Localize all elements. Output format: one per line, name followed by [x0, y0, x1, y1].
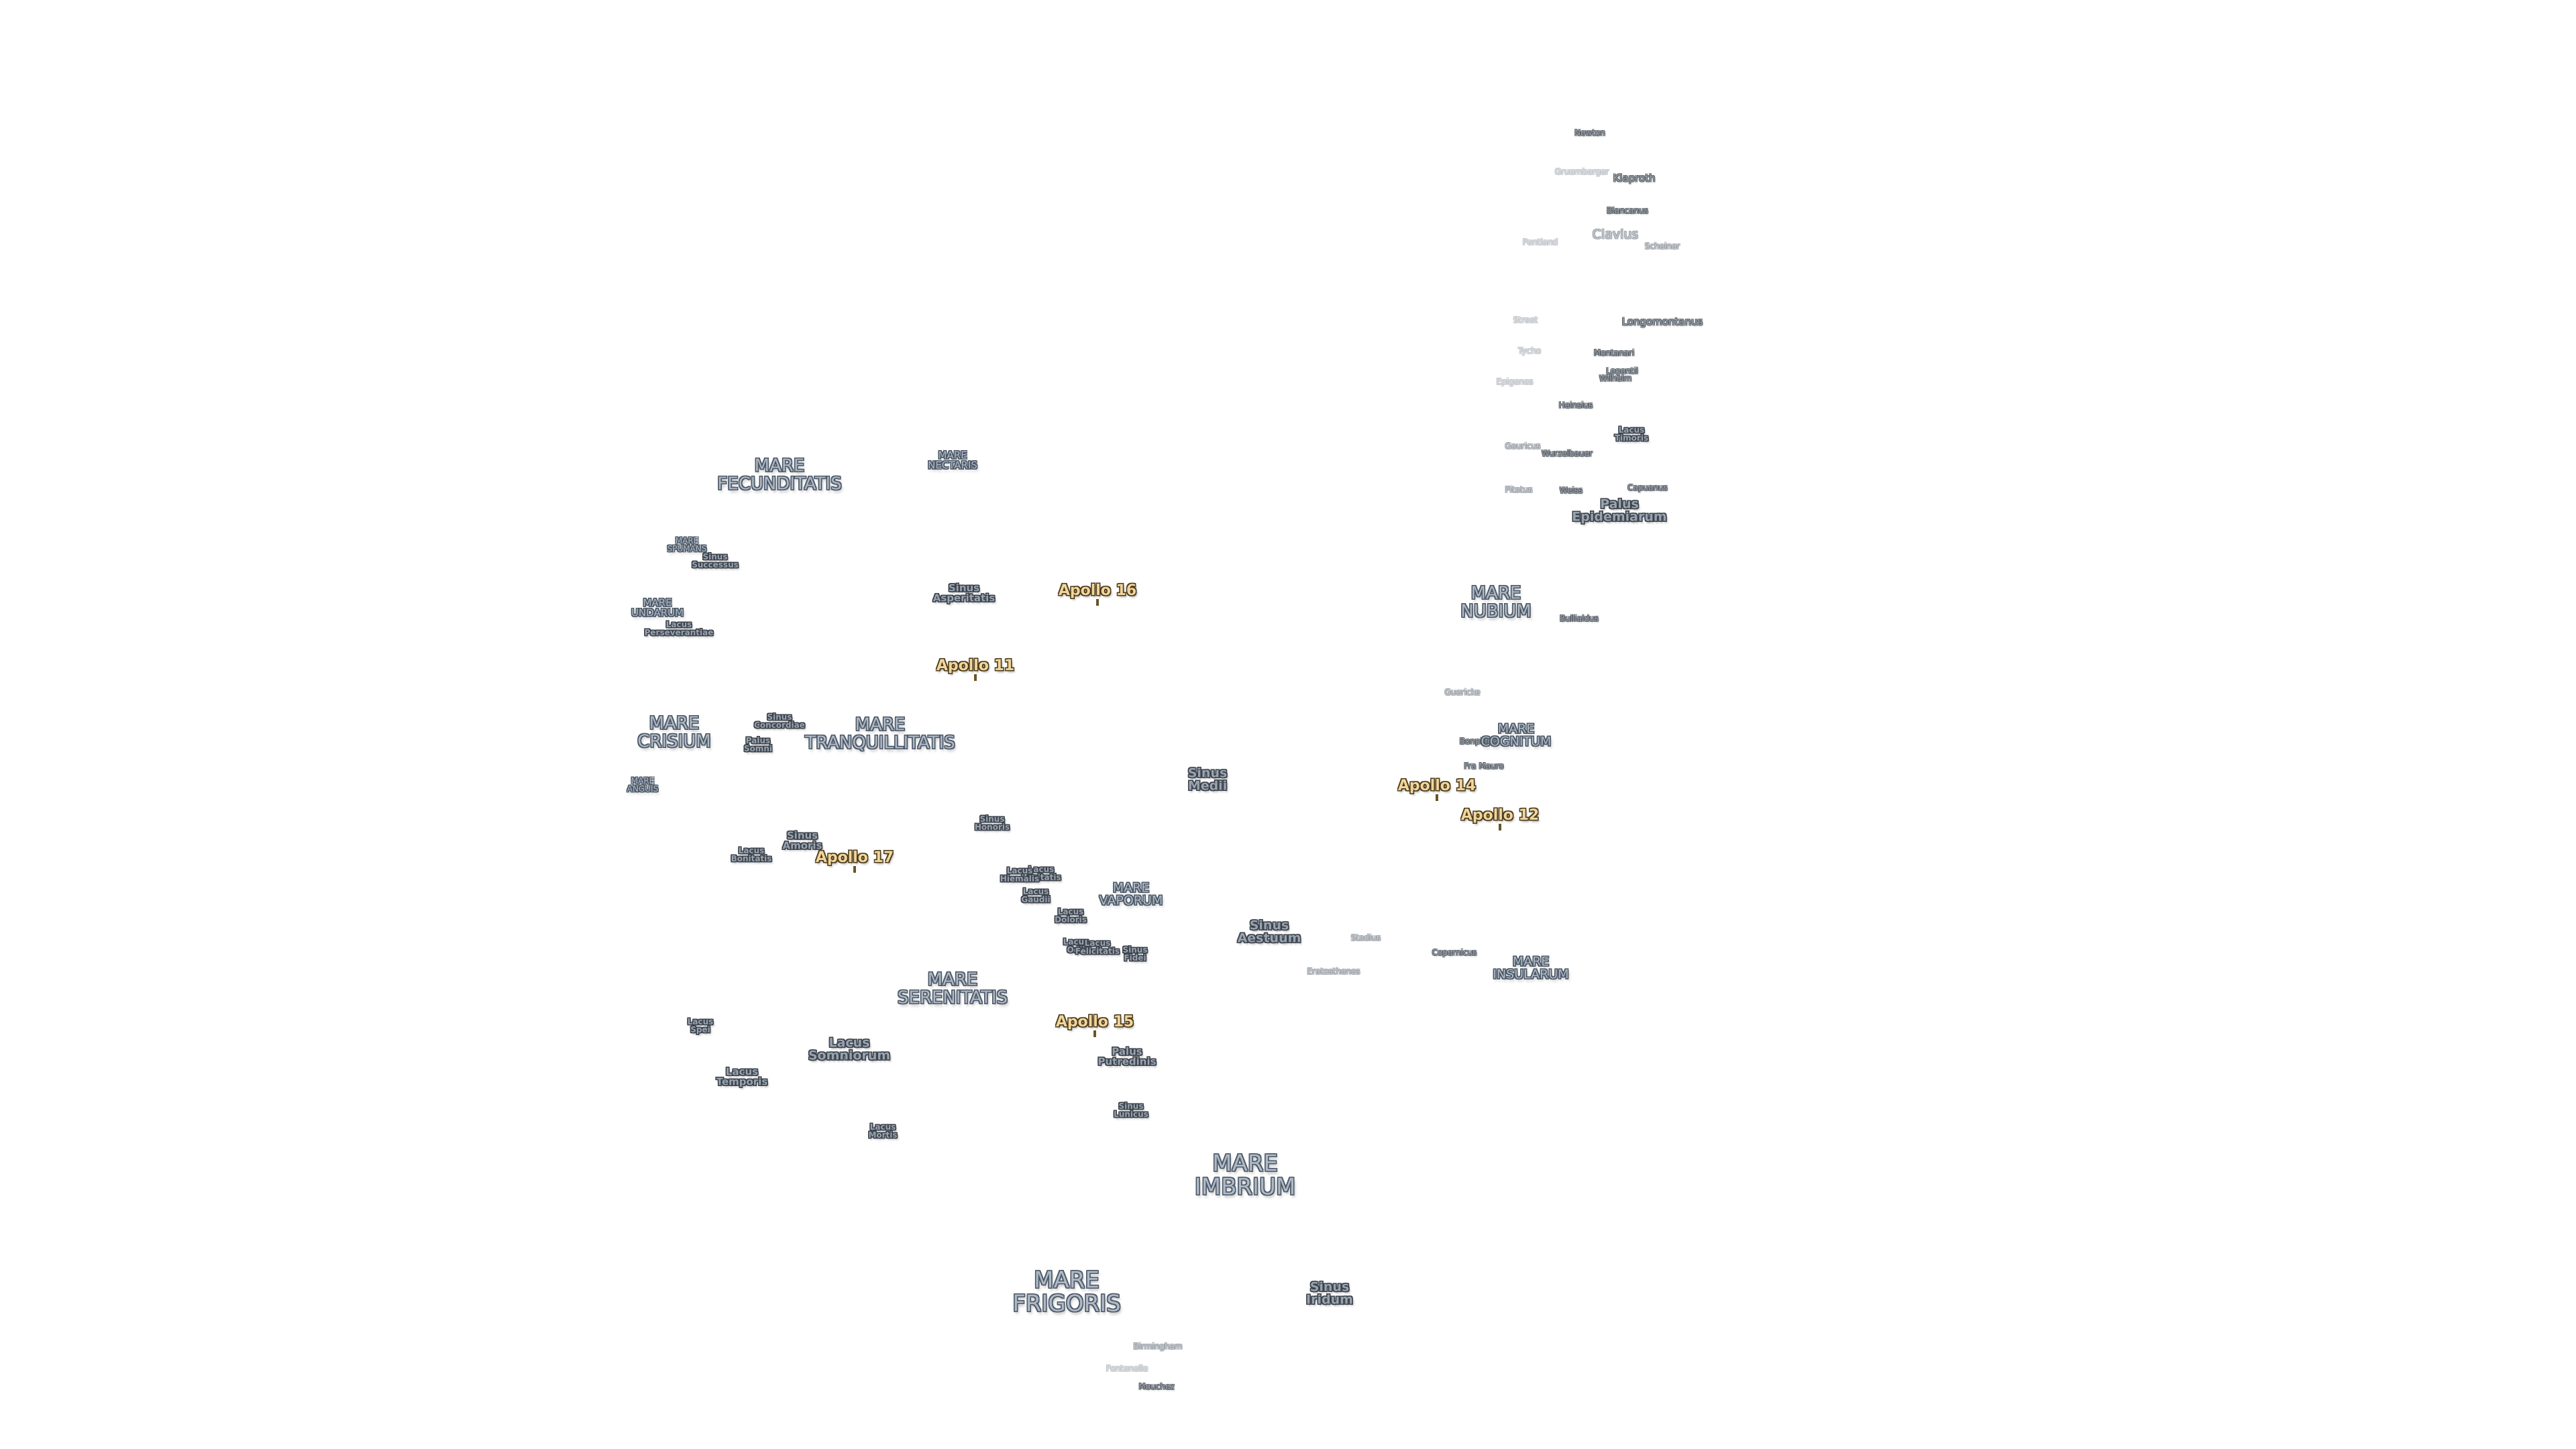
- feature-label-lacus-timoris: Lacus Timoris: [1614, 425, 1649, 443]
- crater-label-blancanus: Blancanus: [1607, 205, 1648, 215]
- mare-label-undarum: MARE UNDARUM: [631, 596, 684, 619]
- mare-label-crisium: MARE CRISIUM: [637, 713, 711, 751]
- feature-label-lacus-gaudii: Lacus Gaudii: [1021, 886, 1051, 904]
- feature-label-sinus-fidei: Sinus Fidei: [1122, 945, 1148, 963]
- crater-label-pentland: Pentland: [1522, 237, 1558, 247]
- feature-label-lacus-mortis: Lacus Mortis: [868, 1122, 898, 1140]
- apollo-16-marker[interactable]: [1096, 599, 1099, 606]
- feature-label-palus-somni: Palus Somni: [743, 735, 773, 753]
- crater-label-tycho: Tycho: [1517, 345, 1542, 356]
- crater-label-birmingham: Birmingham: [1133, 1341, 1183, 1351]
- feature-label-lacus-spei: Lacus Spei: [687, 1016, 714, 1034]
- feature-label-lacus-felicitatis: Lacus Felicitatis: [1075, 938, 1120, 956]
- mare-label-frigoris: MARE FRIGORIS: [1012, 1267, 1121, 1317]
- crater-label-gauricus: Gauricus: [1505, 441, 1541, 451]
- mare-label-nubium: MARE NUBIUM: [1460, 583, 1532, 621]
- crater-label-bullialdus: Bullialdus: [1559, 613, 1599, 623]
- apollo-14-label[interactable]: Apollo 14: [1397, 777, 1477, 794]
- crater-label-street: Street: [1513, 315, 1538, 325]
- mare-label-fecunditatis: MARE FECUNDITATIS: [717, 455, 842, 494]
- feature-label-lacus-hiemalis: Lacus Hiemalis: [1000, 865, 1040, 883]
- crater-label-legentil: Legentil: [1606, 366, 1638, 376]
- apollo-15-marker[interactable]: [1093, 1030, 1096, 1037]
- crater-label-guericke: Guericke: [1444, 687, 1481, 697]
- crater-label-gruemberger: Gruemberger: [1554, 166, 1609, 176]
- crater-label-heinsius: Heinsius: [1558, 400, 1593, 410]
- crater-label-newton: Newton: [1574, 127, 1605, 138]
- mare-label-serenitatis: MARE SERENITATIS: [897, 969, 1008, 1008]
- crater-label-mouchez: Mouchez: [1138, 1381, 1175, 1391]
- apollo-12-marker[interactable]: [1499, 824, 1501, 830]
- crater-label-wilhelm: Wilhelm: [1599, 373, 1632, 383]
- crater-label-copernicus: Copernicus: [1432, 947, 1477, 957]
- mare-label-vaporum: MARE VAPORUM: [1099, 880, 1163, 908]
- mare-label-spumans: MARE SPUMANS: [667, 535, 707, 553]
- mare-label-tranquillitatis: MARE TRANQUILLITATIS: [805, 714, 955, 753]
- apollo-12-label[interactable]: Apollo 12: [1460, 806, 1540, 824]
- crater-label-bonpland: Bonpland: [1459, 736, 1498, 746]
- feature-label-palus-epidemiarum: Palus Epidemiarum: [1572, 496, 1667, 525]
- crater-label-clavius: Clavius: [1592, 227, 1639, 242]
- feature-label-lacus-doloris: Lacus Doloris: [1055, 906, 1087, 924]
- feature-label-lacus-perseverantiae: Lacus Perseverantiae: [644, 619, 714, 637]
- feature-label-sinus-asperitatis: Sinus Asperitatis: [932, 582, 996, 604]
- apollo-16-label[interactable]: Apollo 16: [1058, 582, 1137, 599]
- mare-label-cognitum: MARE COGNITUM: [1481, 721, 1552, 749]
- feature-label-palus-putredinis: Palus Putredinis: [1097, 1045, 1157, 1068]
- mare-label-insularum: MARE INSULARUM: [1493, 954, 1569, 982]
- feature-label-sinus-amoris: Sinus Amoris: [782, 829, 822, 852]
- crater-label-scheiner: Scheiner: [1644, 241, 1680, 251]
- apollo-15-label[interactable]: Apollo 15: [1055, 1013, 1134, 1030]
- apollo-11-label[interactable]: Apollo 11: [936, 657, 1015, 674]
- feature-label-sinus-successus: Sinus Successus: [692, 551, 739, 570]
- apollo-14-marker[interactable]: [1436, 794, 1438, 801]
- feature-label-lacus-odii: Lacus Odii: [1063, 936, 1089, 955]
- crater-label-stadius: Stadius: [1350, 932, 1381, 943]
- feature-label-lacus-temporis: Lacus Temporis: [716, 1065, 768, 1088]
- feature-label-lacus-lenitatis: Lacus Lenitatis: [1021, 864, 1061, 882]
- feature-label-sinus-aestuum: Sinus Aestuum: [1237, 918, 1301, 946]
- mare-label-imbrium: MARE IMBRIUM: [1194, 1150, 1296, 1200]
- feature-label-sinus-medii: Sinus Medii: [1187, 765, 1228, 794]
- crater-label-capuanus: Capuanus: [1627, 482, 1668, 492]
- crater-label-longomontanus: Longomontanus: [1621, 315, 1703, 328]
- crater-label-montanari: Montanari: [1593, 347, 1635, 358]
- apollo-17-marker[interactable]: [853, 866, 856, 873]
- mare-label-nectaris: MARE NECTARIS: [928, 449, 977, 472]
- feature-label-lacus-bonitatis: Lacus Bonitatis: [731, 845, 772, 863]
- crater-label-weiss: Weiss: [1559, 485, 1583, 495]
- crater-label-klaproth: Klaproth: [1613, 172, 1656, 184]
- crater-label-wurzelbauer: Wurzelbauer: [1542, 448, 1593, 458]
- apollo-11-marker[interactable]: [974, 674, 977, 681]
- feature-label-sinus-iridum: Sinus Iridum: [1306, 1279, 1353, 1307]
- apollo-17-label[interactable]: Apollo 17: [815, 849, 894, 866]
- crater-label-eratosthenes: Eratosthenes: [1307, 966, 1360, 976]
- feature-label-lacus-somniorum: Lacus Somniorum: [808, 1035, 891, 1063]
- mare-label-anguis: MARE ANGUIS: [627, 775, 659, 794]
- crater-label-pitatus: Pitatus: [1505, 484, 1533, 494]
- feature-label-sinus-honoris: Sinus Honoris: [974, 814, 1010, 832]
- feature-label-sinus-lunicus: Sinus Lunicus: [1114, 1101, 1148, 1119]
- crater-label-fontenelle: Fontenelle: [1106, 1363, 1148, 1373]
- crater-label-fra-mauro: Fra Mauro: [1464, 761, 1504, 771]
- crater-label-epigenes: Epigenes: [1496, 376, 1534, 386]
- feature-label-sinus-concordiae: Sinus Concordiae: [754, 712, 805, 730]
